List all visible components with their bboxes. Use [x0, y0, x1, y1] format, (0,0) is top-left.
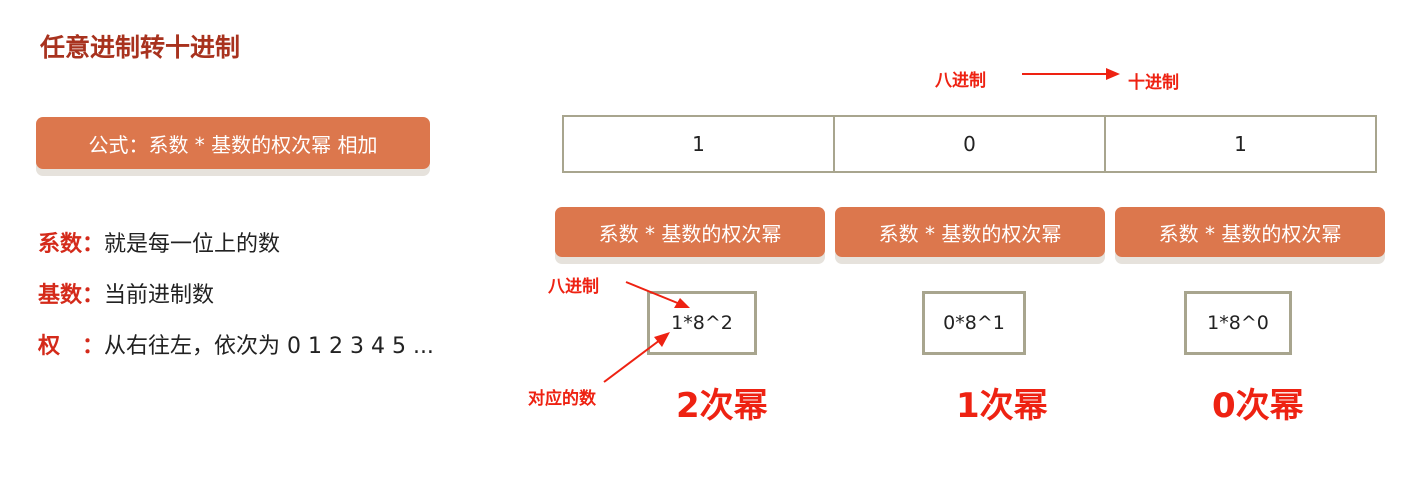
- power-label: 0次幂: [1212, 386, 1304, 426]
- desc: 从右往左，依次为 0 1 2 3 4 5 ...: [104, 334, 434, 359]
- term-box: 1*8^2: [647, 291, 757, 355]
- power-label: 1次幂: [956, 386, 1048, 426]
- term-label: 系数 * 基数的权次幂: [1115, 207, 1385, 257]
- base-annotation: 八进制: [548, 277, 599, 297]
- definition-base: 基数：当前进制数: [38, 277, 214, 309]
- term: 系数：: [38, 232, 105, 257]
- formula-banner: 公式：系数 * 基数的权次幂 相加: [36, 117, 430, 169]
- definition-coefficient: 系数：就是每一位上的数: [38, 226, 280, 258]
- desc: 当前进制数: [104, 283, 215, 308]
- from-base-label: 八进制: [935, 71, 986, 91]
- desc: 就是每一位上的数: [104, 232, 281, 257]
- term-label: 系数 * 基数的权次幂: [835, 207, 1105, 257]
- digit-cell: 1: [1104, 115, 1377, 173]
- term-box: 0*8^1: [922, 291, 1026, 355]
- term: 基数：: [38, 283, 105, 308]
- to-base-label: 十进制: [1128, 73, 1179, 93]
- digit-cell: 1: [562, 115, 835, 173]
- term-box: 1*8^0: [1184, 291, 1292, 355]
- arrow-icon: [1022, 68, 1120, 80]
- digit-annotation: 对应的数: [528, 389, 596, 409]
- definition-weight: 权 ：从右往左，依次为 0 1 2 3 4 5 ...: [38, 328, 434, 360]
- digit-cell: 0: [833, 115, 1106, 173]
- term-label: 系数 * 基数的权次幂: [555, 207, 825, 257]
- page-title: 任意进制转十进制: [40, 33, 241, 62]
- annotation-arrows-icon: [603, 281, 690, 383]
- power-label: 2次幂: [676, 386, 768, 426]
- term: 权 ：: [38, 334, 105, 359]
